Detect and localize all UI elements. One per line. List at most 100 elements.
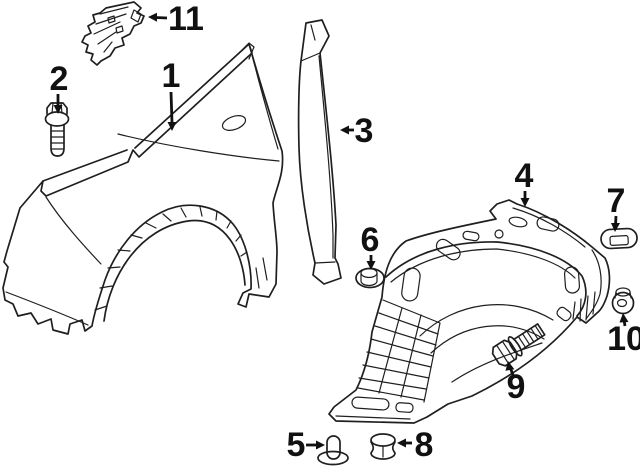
spoolclip-top bbox=[370, 433, 396, 447]
liner-slot-e bbox=[462, 230, 480, 242]
callout-7-arrowhead bbox=[611, 223, 620, 232]
callout-7-label[interactable]: 7 bbox=[607, 182, 626, 220]
strip-cap-lines bbox=[300, 24, 336, 264]
callout-1-label[interactable]: 1 bbox=[162, 57, 181, 95]
liner-right-inner-edge bbox=[585, 249, 602, 320]
liner-slot-c bbox=[536, 216, 560, 232]
spoolclip-body bbox=[370, 441, 396, 460]
callout-10-label[interactable]: 10 bbox=[607, 320, 640, 358]
callout-5[interactable]: 5 bbox=[287, 426, 325, 464]
callout-1-arrow bbox=[169, 91, 174, 124]
callout-5-arrowhead bbox=[316, 440, 325, 450]
liner-foot-edge bbox=[335, 415, 411, 420]
liner-drawing bbox=[328, 199, 611, 424]
callout-11-arrowhead bbox=[148, 12, 157, 22]
fender-right-inner-edge bbox=[251, 54, 279, 150]
bolt2-flange bbox=[44, 111, 70, 127]
callout-8-arrowhead bbox=[397, 438, 406, 448]
fender-outline bbox=[2, 43, 284, 335]
fender-side-hole bbox=[221, 115, 247, 131]
bracket-drawing bbox=[81, 1, 145, 66]
liner-slot-f bbox=[556, 306, 572, 322]
liner-tab-oval-hole bbox=[508, 216, 528, 228]
fender-apillar-tab bbox=[237, 42, 255, 60]
callout-3[interactable]: 3 bbox=[340, 112, 373, 150]
fender-drawing bbox=[2, 42, 284, 335]
callout-2[interactable]: 2 bbox=[50, 60, 69, 114]
callout-3-label[interactable]: 3 bbox=[355, 112, 374, 150]
bolt9-shaft bbox=[513, 323, 546, 351]
bracket-outline bbox=[81, 1, 145, 66]
liner-grid-band-edges bbox=[357, 299, 441, 403]
fender-character-crease bbox=[117, 133, 280, 162]
liner-outline bbox=[328, 199, 611, 424]
pushpin-shaft bbox=[326, 435, 341, 460]
grommet10-drawing bbox=[611, 287, 635, 315]
bracket-ribs bbox=[93, 6, 129, 53]
grommet6-body bbox=[360, 272, 378, 287]
grommet6-drawing bbox=[355, 267, 385, 289]
callout-10-arrowhead bbox=[619, 313, 629, 323]
liner-slot-b bbox=[435, 238, 461, 261]
liner-bowl-ribs bbox=[419, 304, 554, 383]
callout-4[interactable]: 4 bbox=[515, 157, 534, 207]
bolt2-hex-facets bbox=[51, 102, 63, 114]
callout-2-arrowhead bbox=[53, 105, 63, 114]
fender-arch-inner-edge bbox=[103, 219, 246, 322]
strip-thickness-line bbox=[318, 55, 334, 259]
liner-opening-arc bbox=[385, 241, 587, 317]
callout-8-label[interactable]: 8 bbox=[415, 426, 434, 464]
callout-10[interactable]: 10 bbox=[607, 313, 640, 358]
fender-front-crease bbox=[45, 196, 102, 265]
grommet10-hole bbox=[616, 298, 628, 308]
bolt9-drawing bbox=[491, 323, 546, 367]
callout-9-label[interactable]: 9 bbox=[507, 368, 526, 406]
callout-6-label[interactable]: 6 bbox=[361, 221, 380, 259]
callout-11[interactable]: 11 bbox=[148, 0, 204, 38]
liner-foot-slot bbox=[351, 396, 390, 411]
callout-4-arrowhead bbox=[520, 198, 530, 207]
grommet6-top bbox=[360, 267, 378, 279]
bolt2-shaft bbox=[50, 124, 65, 157]
callout-2-label[interactable]: 2 bbox=[50, 60, 69, 98]
callout-9-arrowhead bbox=[505, 361, 515, 371]
bolt9-flange bbox=[507, 336, 523, 357]
fender-rocker-line bbox=[5, 291, 89, 326]
liner-small-hole bbox=[494, 229, 504, 239]
clipnut-hole bbox=[609, 235, 629, 246]
fender-arch-rear-detail bbox=[255, 257, 268, 289]
liner-foot-notch bbox=[395, 402, 414, 413]
bolt9-hex-head bbox=[491, 339, 518, 367]
liner-corner-ticks bbox=[572, 291, 596, 322]
clipnut-drawing bbox=[600, 227, 638, 250]
bolt2-threads bbox=[50, 130, 65, 150]
fender-arch-hatching bbox=[94, 206, 248, 311]
callout-5-label[interactable]: 5 bbox=[287, 426, 306, 464]
pushpin-base bbox=[317, 450, 349, 466]
callout-6[interactable]: 6 bbox=[361, 221, 380, 270]
callout-9[interactable]: 9 bbox=[505, 361, 526, 406]
callout-3-arrowhead bbox=[340, 125, 349, 135]
grommet10-boss-sides bbox=[614, 291, 632, 299]
callout-4-label[interactable]: 4 bbox=[515, 157, 534, 195]
bracket-end-box bbox=[107, 9, 142, 34]
bolt9-threads bbox=[518, 325, 543, 348]
bolt9-hex-facets bbox=[496, 340, 516, 365]
liner-slot-d bbox=[563, 266, 581, 294]
fender-top-edge bbox=[42, 43, 250, 182]
liner-opening-arc-inner bbox=[390, 248, 576, 283]
callout-1-arrowhead bbox=[167, 122, 177, 131]
pushpin-drawing bbox=[317, 435, 349, 466]
callout-8[interactable]: 8 bbox=[397, 426, 433, 464]
liner-grid-rows bbox=[358, 312, 439, 390]
liner-slot-a bbox=[401, 267, 421, 302]
strip-drawing bbox=[297, 19, 342, 285]
clipnut-body bbox=[600, 227, 638, 250]
callout-11-label[interactable]: 11 bbox=[168, 0, 204, 38]
callout-6-arrowhead bbox=[366, 261, 376, 270]
spoolclip-drawing bbox=[370, 433, 396, 460]
callout-1[interactable]: 1 bbox=[162, 57, 181, 131]
callout-7[interactable]: 7 bbox=[607, 182, 626, 232]
